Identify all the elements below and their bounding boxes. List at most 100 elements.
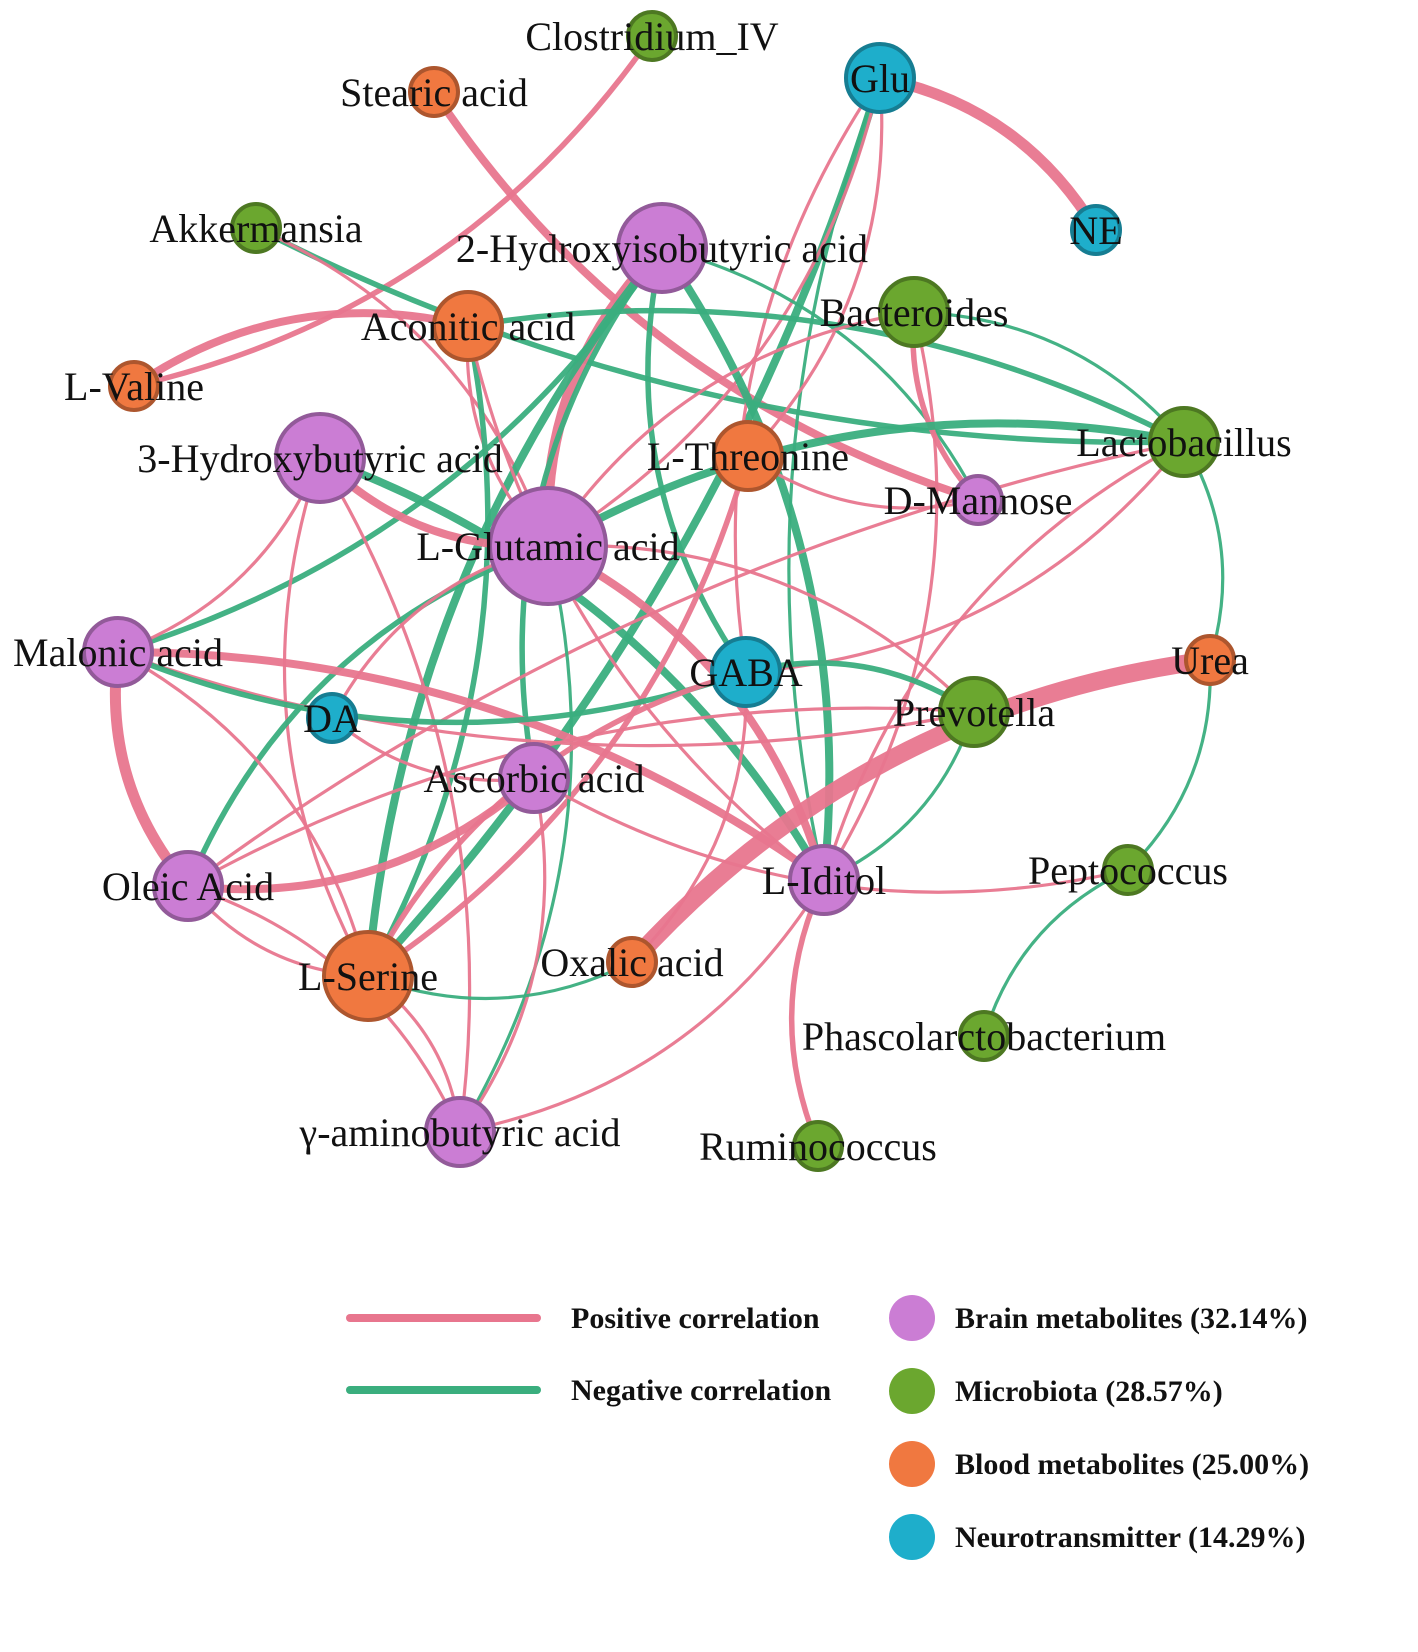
node-ne bbox=[1070, 204, 1122, 256]
edge-malonic-acid-gaba bbox=[115, 649, 749, 726]
edge-l-glutamic-acid-prevotella bbox=[546, 543, 976, 714]
edge-clostridium-iv-l-valine bbox=[131, 33, 655, 389]
node-2-hydroxyisobutyric-acid bbox=[616, 202, 708, 294]
edge-l-glutamic-acid-gamma-aminobutyric-acid bbox=[458, 544, 574, 1134]
edge-2-hydroxyisobutyric-acid-l-iditol bbox=[658, 244, 834, 884]
edge-ascorbic-acid-oleic-acid bbox=[184, 774, 538, 894]
edge-bacteroides-lactobacillus bbox=[912, 310, 1186, 444]
node-label-peptococcus: Peptococcus bbox=[1028, 848, 1228, 893]
edge-lactobacillus-l-glutamic-acid bbox=[544, 419, 1188, 550]
edge-malonic-acid-l-iditol bbox=[114, 647, 828, 884]
node-label-stearic-acid: Stearic acid bbox=[340, 70, 528, 115]
node-label-ruminococcus: Ruminococcus bbox=[699, 1124, 937, 1169]
node-label-oleic-acid: Oleic Acid bbox=[102, 864, 274, 909]
node-peptococcus bbox=[1102, 844, 1154, 896]
node-glu bbox=[844, 42, 916, 114]
node-label-l-iditol: L-Iditol bbox=[762, 858, 886, 903]
edge-bacteroides-l-iditol bbox=[822, 310, 939, 882]
edge-3-hydroxybutyric-acid-gamma-aminobutyric-acid bbox=[318, 456, 472, 1134]
node-l-iditol bbox=[788, 844, 860, 916]
edge-l-glutamic-acid-oleic-acid bbox=[185, 543, 551, 889]
node-label-gaba: GABA bbox=[689, 650, 802, 695]
node-stearic-acid bbox=[408, 66, 460, 118]
node-label-urea: Urea bbox=[1171, 638, 1249, 683]
edge-glu-l-iditol bbox=[787, 76, 882, 882]
node-ruminococcus bbox=[792, 1120, 844, 1172]
node-label-malonic-acid: Malonic acid bbox=[13, 630, 223, 675]
edge-prevotella-oleic-acid bbox=[186, 706, 976, 888]
node-phascolarctobacterium bbox=[958, 1010, 1010, 1062]
node-3-hydroxybutyric-acid bbox=[274, 412, 366, 504]
edge-bacteroides-l-glutamic-acid bbox=[546, 310, 916, 548]
node-malonic-acid bbox=[82, 616, 154, 688]
node-label-3-hydroxybutyric-acid: 3-Hydroxybutyric acid bbox=[137, 436, 502, 481]
node-label-l-valine: L-Valine bbox=[64, 364, 204, 409]
node-l-glutamic-acid bbox=[488, 486, 608, 606]
node-d-mannose bbox=[952, 474, 1004, 526]
node-label-ne: NE bbox=[1069, 208, 1122, 253]
node-label-aconitic-acid: Aconitic acid bbox=[361, 304, 575, 349]
node-akkermansia bbox=[230, 202, 282, 254]
legend-label-brain-metabolites: Brain metabolites (32.14%) bbox=[955, 1302, 1307, 1335]
node-label-l-glutamic-acid: L-Glutamic acid bbox=[416, 524, 679, 569]
edge-aconitic-acid-lactobacillus bbox=[465, 307, 1187, 445]
edge-akkermansia-l-glutamic-acid bbox=[254, 226, 550, 548]
nodes-layer bbox=[82, 10, 1236, 1172]
edge-glu-l-threonine bbox=[746, 76, 884, 458]
node-label-gamma-aminobutyric-acid: γ-aminobutyric acid bbox=[299, 1110, 621, 1155]
node-gaba bbox=[710, 636, 782, 708]
node-l-threonine bbox=[712, 420, 784, 492]
edge-glu-l-glutamic-acid bbox=[546, 76, 882, 548]
edge-2-hydroxyisobutyric-acid-d-mannose bbox=[660, 246, 980, 502]
node-l-valine bbox=[108, 360, 160, 412]
legend-swatch-brain-metabolites bbox=[889, 1295, 935, 1341]
legend-label-microbiota: Microbiota (28.57%) bbox=[955, 1375, 1223, 1408]
edge-malonic-acid-prevotella bbox=[116, 650, 976, 748]
edge-l-iditol-gamma-aminobutyric-acid bbox=[458, 878, 826, 1134]
edge-ascorbic-acid-gamma-aminobutyric-acid bbox=[458, 776, 547, 1134]
edge-peptococcus-phascolarctobacterium bbox=[982, 868, 1130, 1038]
node-label-lactobacillus: Lactobacillus bbox=[1076, 420, 1291, 465]
node-label-l-threonine: L-Threonine bbox=[647, 434, 849, 479]
edge-2-hydroxyisobutyric-acid-malonic-acid bbox=[115, 245, 665, 655]
node-label-akkermansia: Akkermansia bbox=[149, 206, 363, 251]
node-gamma-aminobutyric-acid bbox=[424, 1096, 496, 1168]
legend-positive-label: Positive correlation bbox=[571, 1302, 820, 1335]
edge-l-iditol-ruminococcus bbox=[788, 877, 827, 1149]
edge-malonic-acid-l-serine bbox=[116, 650, 370, 978]
node-prevotella bbox=[938, 676, 1010, 748]
edge-stearic-acid-d-mannose bbox=[430, 88, 982, 504]
node-da bbox=[306, 692, 358, 744]
legend-swatch-neurotransmitter bbox=[889, 1514, 935, 1560]
legend-label-blood-metabolites: Blood metabolites (25.00%) bbox=[955, 1448, 1309, 1481]
node-l-serine bbox=[322, 930, 414, 1022]
node-label-prevotella: Prevotella bbox=[893, 690, 1055, 735]
node-label-oxalic-acid: Oxalic acid bbox=[540, 940, 723, 985]
node-urea bbox=[1184, 634, 1236, 686]
node-aconitic-acid bbox=[432, 290, 504, 362]
legend-swatch-microbiota bbox=[889, 1368, 935, 1414]
edge-aconitic-acid-l-serine bbox=[365, 323, 491, 979]
edge-lactobacillus-oleic-acid bbox=[186, 440, 1186, 888]
edge-akkermansia-lactobacillus bbox=[253, 225, 1187, 446]
edge-lactobacillus-l-iditol bbox=[822, 440, 1186, 882]
node-label-clostridium-iv: Clostridium_IV bbox=[525, 14, 778, 59]
node-label-da: DA bbox=[303, 696, 361, 741]
node-label-ascorbic-acid: Ascorbic acid bbox=[423, 756, 644, 801]
edge-3-hydroxybutyric-acid-l-iditol bbox=[316, 454, 828, 884]
edge-glu-ne bbox=[874, 72, 1102, 236]
legend-label-neurotransmitter: Neurotransmitter (14.29%) bbox=[955, 1521, 1305, 1554]
legend-negative-label: Negative correlation bbox=[571, 1374, 832, 1407]
node-clostridium-iv bbox=[626, 10, 678, 62]
edge-aconitic-acid-l-iditol bbox=[466, 324, 826, 882]
edge-aconitic-acid-l-valine bbox=[130, 309, 472, 390]
edge-urea-peptococcus bbox=[1126, 658, 1212, 872]
edge-urea-oxalic-acid bbox=[623, 651, 1219, 971]
node-oleic-acid bbox=[152, 850, 224, 922]
node-bacteroides bbox=[878, 276, 950, 348]
node-lactobacillus bbox=[1148, 406, 1220, 478]
node-label-2-hydroxyisobutyric-acid: 2-Hydroxyisobutyric acid bbox=[456, 226, 868, 271]
